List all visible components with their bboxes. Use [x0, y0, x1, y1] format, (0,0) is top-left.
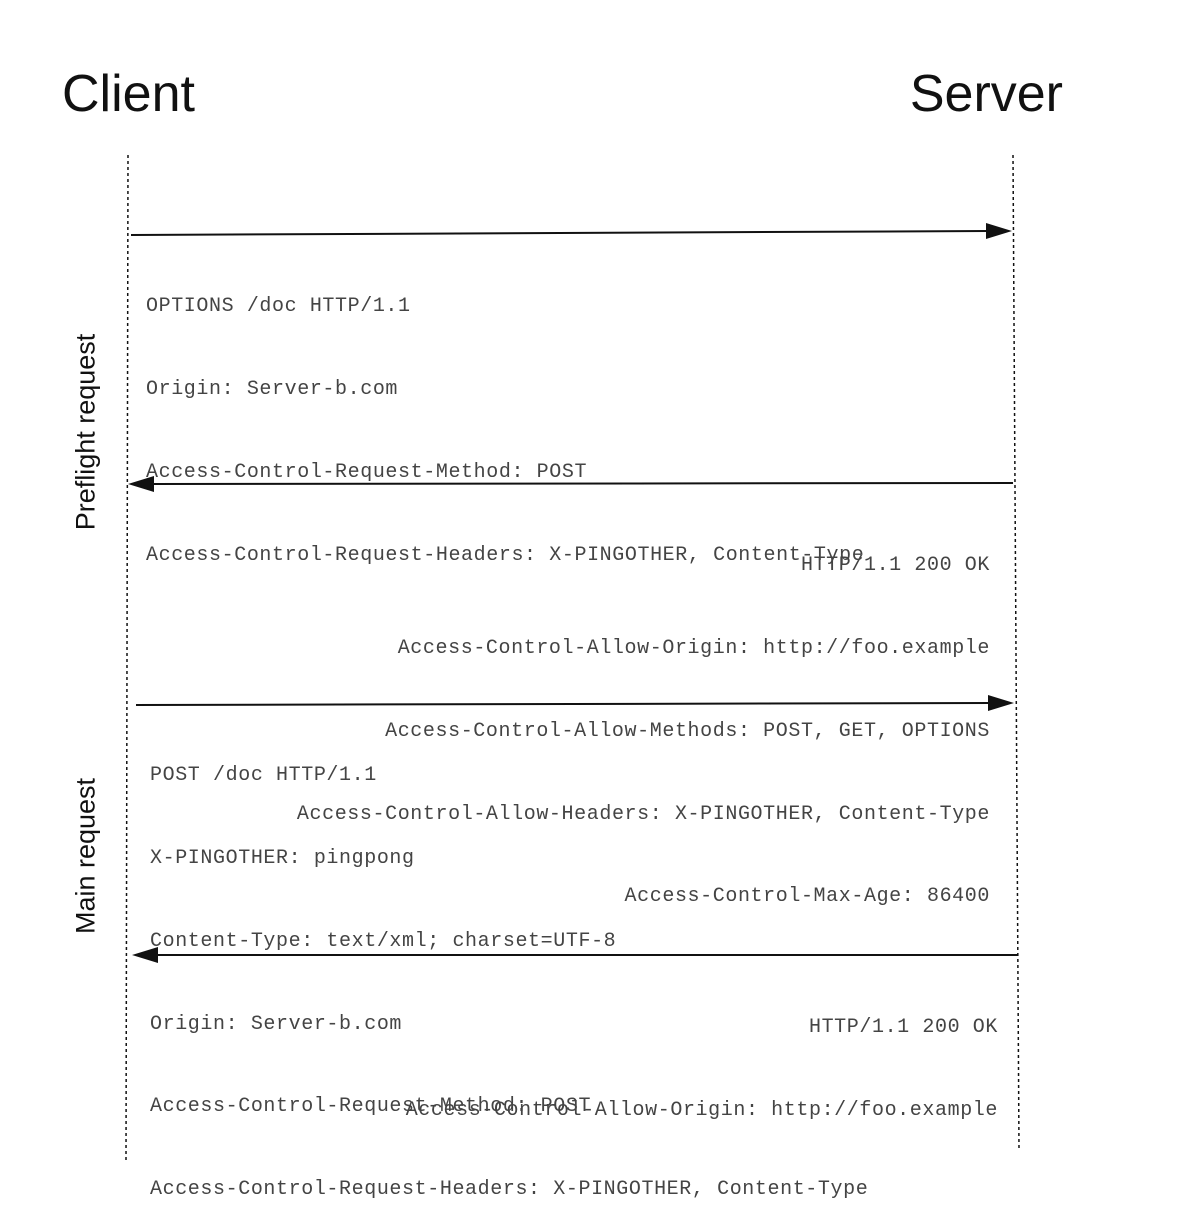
message-line: Content-Type: text/xml; charset=UTF-8	[150, 929, 617, 953]
client-lifeline	[125, 154, 129, 1161]
main-request-message: POST /doc HTTP/1.1 X-PINGOTHER: pingpong…	[150, 707, 868, 1231]
preflight-response-message: HTTP/1.1 200 OK Access-Control-Allow-Ori…	[297, 497, 990, 939]
server-label: Server	[909, 65, 1063, 123]
message-line: Access-Control-Allow-Origin: http://foo.…	[405, 1098, 998, 1122]
message-line: Access-Control-Request-Headers: X-PINGOT…	[150, 1178, 869, 1202]
preflight-request-arrow	[130, 223, 1012, 239]
message-line: HTTP/1.1 200 OK	[808, 1016, 998, 1040]
message-line: Origin: Server-b.com	[146, 377, 399, 401]
preflight-response-arrow	[128, 476, 1014, 492]
main-response-message: HTTP/1.1 200 OK Access-Control-Allow-Ori…	[406, 959, 998, 1152]
message-line: HTTP/1.1 200 OK	[800, 554, 990, 578]
message-line: OPTIONS /doc HTTP/1.1	[146, 295, 411, 319]
message-line: Origin: Server-b.com	[150, 1012, 403, 1036]
message-line: Access-Control-Request-Method: POST	[146, 460, 588, 484]
main-response-arrow	[132, 947, 1018, 963]
message-line: Access-Control-Request-Method: POST	[150, 1095, 592, 1119]
preflight-request-message: OPTIONS /doc HTTP/1.1 Origin: Server-b.c…	[146, 238, 864, 597]
server-lifeline	[1012, 154, 1020, 1151]
message-line: Access-Control-Max-Age: 86400	[624, 885, 990, 909]
main-request-arrow	[135, 695, 1014, 711]
message-line: POST /doc HTTP/1.1	[150, 764, 377, 788]
message-line: X-PINGOTHER: pingpong	[150, 846, 415, 870]
sequence-lines	[125, 154, 1020, 1161]
message-line: Access-Control-Allow-Origin: http://foo.…	[397, 636, 990, 660]
message-line: Access-Control-Allow-Methods: POST, GET,…	[385, 719, 990, 743]
message-line: Access-Control-Request-Headers: X-PINGOT…	[146, 543, 865, 567]
message-line: Access-Control-Allow-Headers: X-PINGOTHE…	[296, 802, 990, 826]
client-label: Client	[62, 65, 195, 123]
